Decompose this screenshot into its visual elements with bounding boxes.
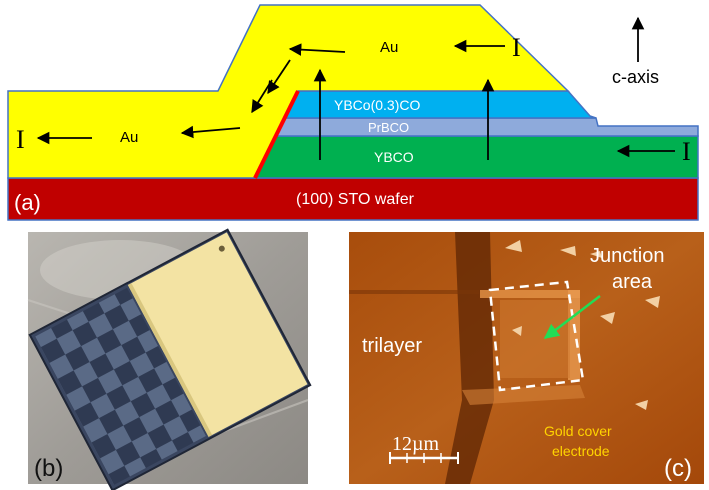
afm-particle-6 (635, 400, 648, 410)
ybco-co-layer (276, 90, 597, 119)
junction-area-box (488, 280, 585, 392)
substrate-label: (100) STO wafer (296, 191, 415, 208)
panel-c-tag: (c) (664, 455, 692, 482)
chip-gold-edge (127, 283, 213, 437)
arrow-diag-upper (267, 59, 291, 95)
arrow-left-au (180, 125, 241, 139)
afm-bright-region (500, 300, 570, 378)
chip-electrodes (35, 287, 206, 485)
arrow-top-left (288, 43, 346, 56)
afm-particle-4 (600, 312, 615, 324)
current-top-label: I (512, 33, 521, 62)
chip-gold-pad (127, 232, 308, 437)
afm-lower-step (462, 385, 585, 405)
afm-particle-1 (505, 240, 522, 252)
au-top-label: Au (380, 39, 398, 56)
scale-label: 12µm (392, 433, 440, 455)
panel-a: Au Au I I I YBCo(0.3)CO PrBCO YBCO (100)… (7, 4, 699, 221)
c-axis-label: c-axis (612, 67, 659, 87)
ybco-layer (254, 135, 699, 179)
gold-label-line2: electrode (552, 443, 610, 459)
arrow-diag-lower (251, 79, 273, 114)
afm-particle-3 (590, 251, 602, 258)
ybco-co-label: YBCo(0.3)CO (334, 97, 420, 113)
junction-label-line1: Junction (590, 245, 665, 267)
junction-label-line2: area (612, 271, 653, 293)
panel-c: Junction area trilayer 12µm Gold cover e… (349, 232, 704, 484)
panel-b-tag: (b) (34, 455, 63, 482)
panel-b: (b) (27, 228, 312, 490)
chip (28, 228, 312, 490)
afm-dark-stripe (349, 290, 479, 294)
panel-a-tag: (a) (14, 190, 41, 215)
afm-particle-7 (512, 326, 522, 336)
prbco-label: PrBCO (368, 120, 409, 135)
afm-particle-2 (560, 246, 576, 256)
au-left-label: Au (120, 129, 138, 146)
sto-substrate (7, 177, 699, 221)
afm-particle-5 (645, 296, 660, 308)
ybco-label: YBCO (374, 149, 414, 165)
current-left-label: I (16, 125, 25, 154)
junction-boundary (253, 90, 300, 179)
chip-mark (218, 245, 225, 252)
prbco-layer (260, 117, 699, 137)
gold-electrode (7, 4, 570, 179)
gold-label-line1: Gold cover (544, 423, 612, 439)
junction-pointer-arrow (543, 295, 601, 339)
current-right-label: I (682, 137, 691, 166)
afm-top-band (480, 290, 580, 298)
trilayer-label: trilayer (362, 335, 422, 357)
